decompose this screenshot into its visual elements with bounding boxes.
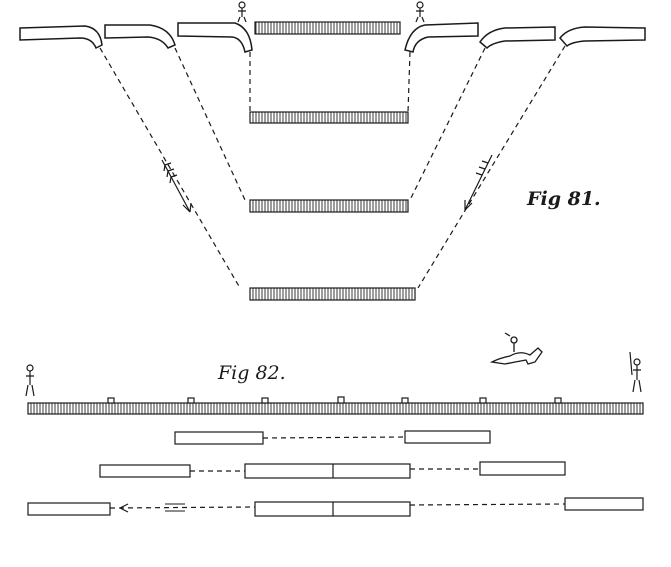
fig81-top-segments <box>19 22 646 53</box>
arrow-icon <box>119 503 129 513</box>
fig82-long-bar <box>27 396 644 415</box>
soldier-icon <box>237 1 425 23</box>
horse-rider-icon <box>489 332 543 365</box>
fig81-dashed-paths <box>99 45 566 289</box>
figure-label-82: Fig 82. <box>218 362 286 384</box>
arrow-icon <box>161 154 493 213</box>
soldier-icon <box>25 351 642 397</box>
figure-label-81: Fig 81. <box>527 188 601 210</box>
fig81-hatched-blocks <box>249 21 416 301</box>
fig82-rows <box>27 430 644 517</box>
